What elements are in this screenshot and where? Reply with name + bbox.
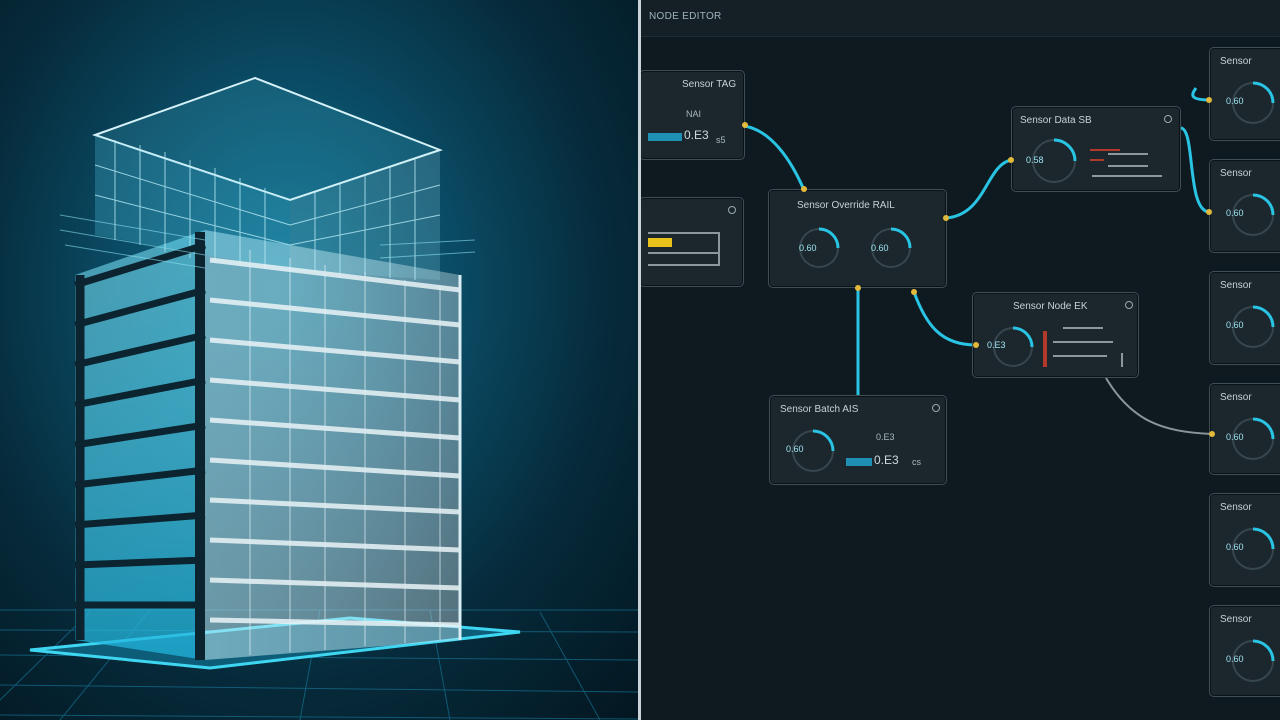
gauge-icon xyxy=(799,227,840,268)
node-title: Sensor Batch AIS xyxy=(780,404,859,415)
data-line xyxy=(1053,341,1113,343)
node-sub-label: NAI xyxy=(686,109,702,119)
node-title: Sensor Data SB xyxy=(1020,115,1092,126)
gauge-value: 0.60 xyxy=(1226,654,1244,664)
node-title: Sensor xyxy=(1220,280,1252,291)
gauge-icon xyxy=(871,227,912,268)
node-unit: s5 xyxy=(716,135,726,145)
node-title: Sensor xyxy=(1220,502,1252,513)
node-title: Sensor xyxy=(1220,56,1252,67)
gauge-value: 0.60 xyxy=(799,243,817,253)
settings-icon[interactable] xyxy=(932,404,940,412)
sensor-node-5[interactable]: Sensor 0.60 xyxy=(1209,493,1280,587)
wire-override-to-data xyxy=(945,158,1012,220)
alert-line xyxy=(1090,159,1104,161)
data-line xyxy=(1063,327,1103,329)
sensor-data-node[interactable]: Sensor Data SB 0.58 xyxy=(1011,106,1181,192)
input-port[interactable] xyxy=(1209,431,1215,437)
building-render-viewport[interactable] xyxy=(0,0,638,720)
alert-line xyxy=(1090,149,1120,151)
settings-icon[interactable] xyxy=(1164,115,1172,123)
data-line xyxy=(1108,165,1148,167)
gauge-icon xyxy=(1232,305,1275,348)
sensor-node-3[interactable]: Sensor 0.60 xyxy=(1209,271,1280,365)
level-track xyxy=(648,264,720,266)
gauge-icon xyxy=(792,429,835,472)
node-value: 0.E3 xyxy=(684,128,709,142)
gauge-icon xyxy=(1232,193,1275,236)
data-line xyxy=(1121,353,1123,367)
gauge-icon xyxy=(1232,81,1275,124)
node-title: Sensor Override RAIL xyxy=(797,200,895,211)
settings-icon[interactable] xyxy=(1125,301,1133,309)
wire-node-to-sensor xyxy=(1105,377,1213,435)
level-track-end xyxy=(718,232,720,266)
gauge-icon xyxy=(1032,138,1077,183)
wire-data-to-sensor xyxy=(1180,126,1212,214)
node-title: Sensor xyxy=(1220,168,1252,179)
output-port[interactable] xyxy=(943,215,949,221)
gauge-value: 0.60 xyxy=(1226,208,1244,218)
gauge-icon xyxy=(1232,417,1275,460)
node-title: Sensor xyxy=(1220,392,1252,403)
input-port[interactable] xyxy=(973,342,979,348)
sensor-batch-node[interactable]: Sensor Batch AIS 0.60 0.E3 0.E3 cs xyxy=(769,395,947,485)
wire-tag-to-override xyxy=(743,124,806,191)
node-unit: cs xyxy=(912,457,921,467)
gauge-value: 0.58 xyxy=(1026,155,1044,165)
gauge-icon xyxy=(1232,639,1275,682)
editor-toolbar-title: NODE EDITOR xyxy=(649,11,722,22)
node-title: Sensor xyxy=(1220,614,1252,625)
sensor-node-4[interactable]: Sensor 0.60 xyxy=(1209,383,1280,475)
gauge-value: 0.E3 xyxy=(987,340,1006,350)
value-bar xyxy=(648,133,682,141)
output-port[interactable] xyxy=(855,285,861,291)
building-render-image xyxy=(0,76,638,720)
gauge-icon xyxy=(993,326,1034,367)
node-editor-canvas[interactable]: NODE EDITOR Sensor TAG NAI 0.E3 s5 xyxy=(641,0,1280,720)
data-line xyxy=(1092,175,1162,177)
wire-override-to-node xyxy=(912,291,977,347)
alert-line xyxy=(1043,331,1047,367)
data-line xyxy=(1108,153,1148,155)
gauge-icon xyxy=(1232,527,1275,570)
gauge-value: 0.60 xyxy=(1226,432,1244,442)
level-track xyxy=(648,232,720,234)
gauge-value: 0.60 xyxy=(1226,542,1244,552)
input-port[interactable] xyxy=(1206,97,1212,103)
data-line xyxy=(1053,355,1107,357)
sensor-tag-node[interactable]: Sensor TAG NAI 0.E3 s5 xyxy=(641,70,745,160)
settings-icon[interactable] xyxy=(728,206,736,214)
gauge-value: 0.60 xyxy=(1226,96,1244,106)
panel-divider[interactable] xyxy=(638,0,641,720)
output-port[interactable] xyxy=(911,289,917,295)
value-bar xyxy=(846,458,872,466)
level-bar xyxy=(648,238,672,247)
sensor-override-node[interactable]: Sensor Override RAIL 0.60 0.60 xyxy=(768,189,947,288)
node-title: Sensor TAG xyxy=(682,79,737,90)
input-port[interactable] xyxy=(801,186,807,192)
node-connections xyxy=(743,87,1213,435)
output-port[interactable] xyxy=(742,122,748,128)
input-port[interactable] xyxy=(1206,209,1212,215)
sensor-node-1[interactable]: Sensor 0.60 xyxy=(1209,47,1280,141)
gauge-value: 0.60 xyxy=(786,444,804,454)
input-port[interactable] xyxy=(1008,157,1014,163)
level-track xyxy=(648,252,720,254)
node-title: Sensor Node EK xyxy=(1013,301,1088,312)
level-node[interactable] xyxy=(641,197,744,287)
editor-toolbar: NODE EDITOR xyxy=(641,0,1280,37)
gauge-value: 0.60 xyxy=(1226,320,1244,330)
node-sub-label: 0.E3 xyxy=(876,432,895,442)
gauge-value: 0.60 xyxy=(871,243,889,253)
sensor-node-2[interactable]: Sensor 0.60 xyxy=(1209,159,1280,253)
sensor-node-6[interactable]: Sensor 0.60 xyxy=(1209,605,1280,697)
node-value: 0.E3 xyxy=(874,453,899,467)
sensor-node-ek[interactable]: Sensor Node EK 0.E3 xyxy=(972,292,1139,378)
